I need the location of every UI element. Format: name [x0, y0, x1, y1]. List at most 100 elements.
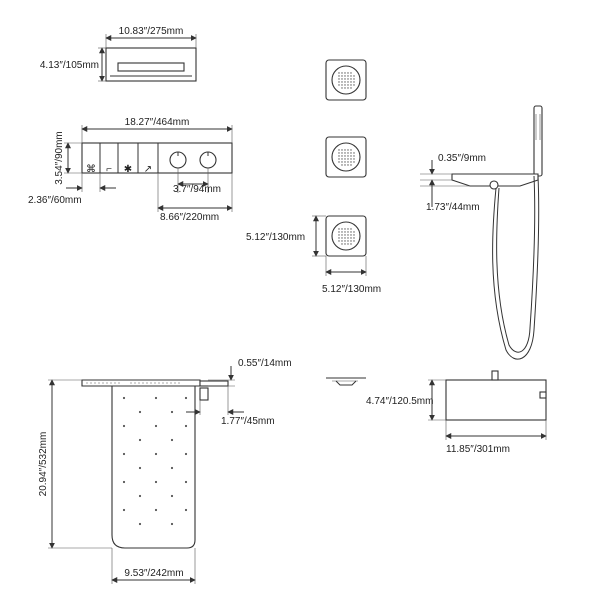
button-icon-4: ↗: [144, 164, 152, 175]
nozzle-dot: [347, 152, 349, 154]
panel-width-label: 18.27″/464mm: [125, 117, 190, 128]
nozzle-dot: [338, 149, 340, 151]
nozzle-dot: [341, 237, 343, 239]
nozzle-dot: [347, 75, 349, 77]
nozzle-dot: [350, 240, 352, 242]
nozzle-dot: [341, 240, 343, 242]
nozzle-dot: [341, 72, 343, 74]
nozzle-dot: [338, 158, 340, 160]
nozzle-dot: [344, 72, 346, 74]
nozzle-dot: [341, 234, 343, 236]
nozzle-dot: [350, 155, 352, 157]
rain-head-nozzle: [117, 62, 185, 72]
nozzle-dot: [341, 228, 343, 230]
nozzle-dot: [344, 87, 346, 89]
nozzle-dot: [347, 81, 349, 83]
nozzle-dot: [344, 228, 346, 230]
outlet-dot: [122, 396, 126, 400]
nozzle-dot: [338, 81, 340, 83]
outlet-dot: [122, 508, 126, 512]
waterfall-spout-view: 0.55″/14mm 1.77″/45mm 20.94″/532mm 9.53″…: [38, 358, 292, 584]
nozzle-dot: [353, 161, 355, 163]
knob-section-label: 8.66″/220mm: [160, 212, 219, 223]
waterfall-width-label: 9.53″/242mm: [124, 568, 183, 579]
nozzle-dot: [350, 72, 352, 74]
nozzle-dot: [338, 72, 340, 74]
nozzle-dot: [341, 161, 343, 163]
nozzle-dot: [338, 240, 340, 242]
nozzle-dot: [347, 84, 349, 86]
nozzle-dot: [353, 240, 355, 242]
nozzle-dot: [341, 152, 343, 154]
nozzle-dot: [347, 237, 349, 239]
nozzle-dot: [341, 158, 343, 160]
outlet-dot: [122, 480, 126, 484]
nozzle-dot: [350, 164, 352, 166]
nozzle-dot: [347, 87, 349, 89]
nozzle-dot: [347, 164, 349, 166]
nozzle-dot: [353, 155, 355, 157]
nozzle-dot: [347, 149, 349, 151]
nozzle-dot: [341, 75, 343, 77]
button-icon-1: ⌘: [86, 164, 96, 175]
outlet-dot: [184, 396, 188, 400]
nozzle-dot: [347, 234, 349, 236]
nozzle-dot: [344, 81, 346, 83]
nozzle-dot: [350, 87, 352, 89]
nozzle-dot: [347, 78, 349, 80]
nozzle-dot: [341, 78, 343, 80]
outlet-dot: [138, 494, 142, 498]
nozzle-dot: [347, 158, 349, 160]
nozzle-dot: [338, 161, 340, 163]
nozzle-dot: [338, 228, 340, 230]
nozzle-dot: [344, 161, 346, 163]
button-icon-2: ⌐: [106, 164, 112, 175]
holder-thickness-label: 0.35″/9mm: [438, 153, 486, 164]
nozzle-dot: [347, 243, 349, 245]
outlet-dot: [154, 396, 158, 400]
arm-label: 1.77″/45mm: [221, 416, 275, 427]
nozzle-dot: [347, 72, 349, 74]
box-height-label: 4.74″/120.5mm: [366, 396, 433, 407]
nozzle-dot: [353, 81, 355, 83]
nozzle-dot: [350, 161, 352, 163]
nozzle-dot: [338, 234, 340, 236]
nozzle-dot: [338, 237, 340, 239]
outlet-dot: [122, 452, 126, 456]
box-width-label: 11.85″/301mm: [446, 444, 510, 455]
nozzle-dot: [350, 234, 352, 236]
button-pitch-label: 2.36″/60mm: [28, 195, 82, 206]
outlet-dot: [170, 438, 174, 442]
nozzle-dot: [344, 152, 346, 154]
nozzle-dot: [338, 155, 340, 157]
body-jet-middle: [325, 136, 367, 178]
waterfall-blade: [111, 385, 196, 549]
outlet-dot: [154, 480, 158, 484]
body-jet-top: [325, 59, 367, 101]
nozzle-dot: [341, 231, 343, 233]
waterfall-length-label: 20.94″/532mm: [38, 432, 49, 497]
nozzle-dot: [350, 237, 352, 239]
nozzle-dot: [353, 152, 355, 154]
nozzle-dot: [341, 87, 343, 89]
nozzle-dot: [344, 237, 346, 239]
nozzle-dot: [350, 75, 352, 77]
nozzle-dot: [353, 237, 355, 239]
nozzle-dot: [347, 231, 349, 233]
rain-head-side-view: [326, 377, 366, 386]
hand-shower-view: 0.35″/9mm 1.73″/44mm: [420, 105, 543, 360]
body-jet-bottom: 5.12″/130mm 5.12″/130mm: [246, 215, 381, 295]
nozzle-dot: [353, 234, 355, 236]
nozzle-dot: [344, 149, 346, 151]
outlet-dot: [138, 522, 142, 526]
nozzle-dot: [350, 78, 352, 80]
outlet-dot: [170, 494, 174, 498]
outlet-dot: [122, 424, 126, 428]
outlet-dot: [184, 452, 188, 456]
outlet-dot: [138, 466, 142, 470]
nozzle-dot: [350, 84, 352, 86]
nozzle-dot: [353, 231, 355, 233]
outlet-dot: [154, 508, 158, 512]
panel-height-label: 3.54″/90mm: [54, 131, 65, 185]
